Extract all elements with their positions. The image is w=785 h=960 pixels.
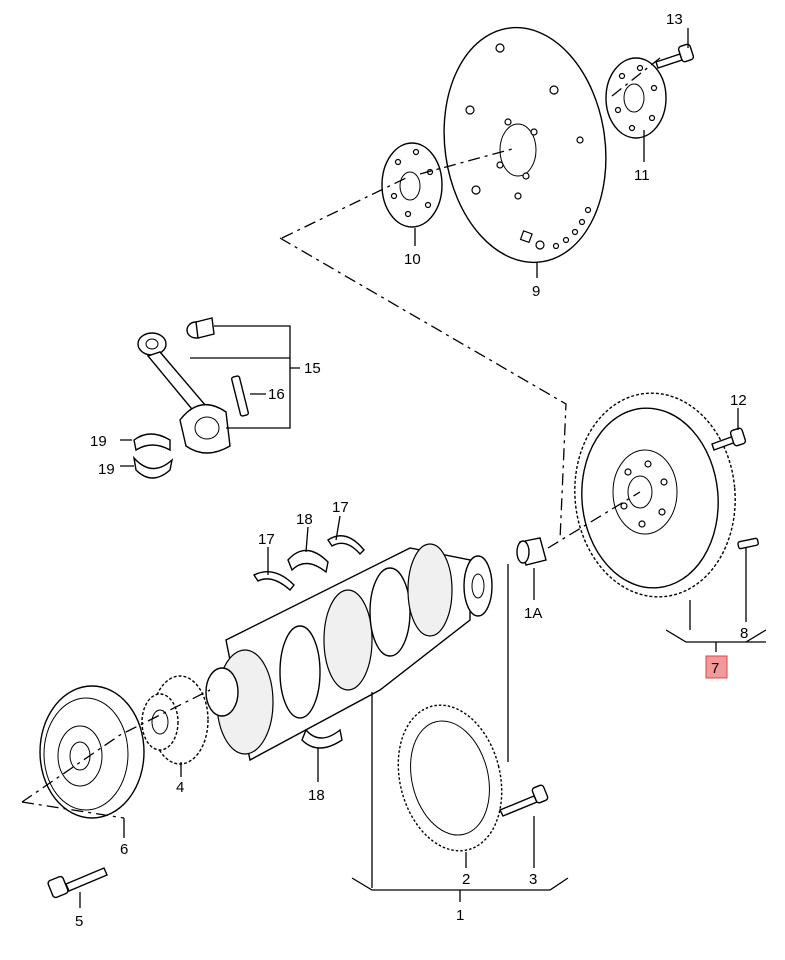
rod-bolt-16[interactable] [231,375,249,417]
callout-1a[interactable]: 1A [524,605,542,622]
bearing-shell-19-lower[interactable] [132,455,174,479]
bearing-shell-18-upper[interactable] [287,549,329,574]
callout-3[interactable]: 3 [529,871,537,888]
dowel-pin-8[interactable] [737,537,759,550]
bearing-shell-19-upper[interactable] [133,433,171,452]
drive-plate[interactable] [429,17,620,273]
callout-13[interactable]: 13 [666,11,683,28]
thrust-washer-17-right[interactable] [327,535,365,556]
callout-4[interactable]: 4 [176,779,184,796]
callout-17-left[interactable]: 17 [258,531,275,548]
flywheel[interactable] [566,386,743,603]
callout-9[interactable]: 9 [532,283,540,300]
needle-bearing-1a[interactable] [516,537,547,566]
connecting-rod[interactable] [137,332,231,454]
bolt-5[interactable] [47,867,108,899]
bolt-3[interactable] [499,784,549,817]
thrust-washer-17-left[interactable] [252,571,295,592]
callout-18-upper[interactable]: 18 [296,511,313,528]
callout-6[interactable]: 6 [120,841,128,858]
crankshaft[interactable] [205,543,493,762]
callout-12[interactable]: 12 [730,392,747,409]
callout-10[interactable]: 10 [404,251,421,268]
bolt-12[interactable] [711,427,747,451]
reinforcement-plate-rear[interactable] [605,57,667,139]
centerline-driveplate [279,147,567,541]
callout-7[interactable]: 7 [711,660,719,677]
callout-16[interactable]: 16 [268,386,285,403]
callout-19-lower[interactable]: 19 [98,461,115,478]
callout-1[interactable]: 1 [456,907,464,924]
belt-pulley[interactable] [39,685,145,819]
callout-5[interactable]: 5 [75,913,83,930]
bracket-7 [665,629,767,652]
centerline-flywheel [547,491,641,549]
leader-lines [79,28,747,908]
callout-8[interactable]: 8 [740,625,748,642]
bearing-shell-18-lower[interactable] [301,728,343,749]
highlight-box-7 [705,655,728,679]
drive-sprocket[interactable] [141,675,209,765]
callout-2[interactable]: 2 [462,871,470,888]
sender-wheel[interactable] [384,694,517,862]
centerline-rear [611,57,661,97]
centerline-pulley [21,689,211,819]
bolt-13[interactable] [655,43,695,69]
reinforcement-plate-front[interactable] [381,142,443,228]
callout-11[interactable]: 11 [634,167,650,184]
callout-15[interactable]: 15 [304,360,321,377]
small-end-bush[interactable] [186,317,215,339]
callout-17-right[interactable]: 17 [332,499,349,516]
callout-19-upper[interactable]: 19 [90,433,107,450]
callout-18-lower[interactable]: 18 [308,787,325,804]
bracket-1 [351,877,569,902]
